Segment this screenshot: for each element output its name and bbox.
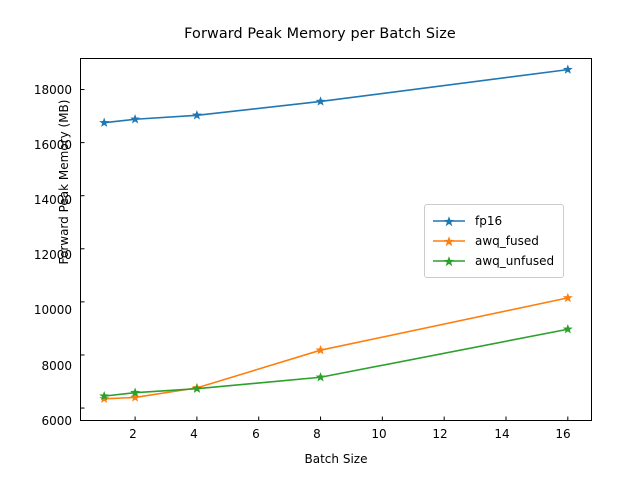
data-series-group [99,64,573,403]
y-tick-label: 10000 [33,303,72,317]
series-line [104,297,568,400]
data-point-marker [191,110,202,120]
data-point-marker [99,390,110,401]
axis-ticks [81,89,569,420]
y-axis-label: Forward Peak Memory (MB) [57,99,71,265]
y-axis-tick-labels: 18000 16000 14000 12000 10000 8000 6000 [8,0,72,480]
series-fp16 [99,64,573,127]
series-awq_fused [99,292,573,403]
y-tick-label: 6000 [41,414,72,428]
y-tick-label: 16000 [33,138,72,152]
data-point-marker [315,96,326,106]
x-tick-label: 16 [555,427,571,441]
legend-label: awq_unfused [475,254,555,268]
legend-line-marker-awq-fused [432,234,466,248]
legend[interactable]: fp16 awq_fused awq_unfused [424,204,565,278]
series-line [104,68,568,124]
x-axis-label: Batch Size [304,452,368,466]
legend-item[interactable]: awq_unfused [432,251,554,271]
legend-line-marker-awq-unfused [432,254,466,268]
x-tick-label: 10 [371,427,387,441]
data-point-marker [191,383,202,393]
x-tick-label: 6 [252,427,260,441]
data-point-marker [130,387,141,397]
chart-title: Forward Peak Memory per Batch Size [184,26,456,42]
series-canvas [81,64,573,420]
data-point-marker [315,345,326,355]
data-point-marker [562,64,573,74]
y-tick-label: 18000 [33,83,72,97]
data-point-marker [562,324,573,334]
legend-line-marker-fp16 [432,214,466,228]
series-awq_unfused [99,324,573,401]
x-axis-tick-labels: 2 4 6 8 10 12 14 16 [0,428,640,444]
y-tick-label: 14000 [33,193,72,207]
data-point-marker [130,114,141,124]
data-point-marker [562,292,573,303]
data-point-marker [130,392,141,402]
x-tick-label: 8 [313,427,321,441]
series-line [104,328,568,397]
legend-label: awq_fused [475,234,539,248]
data-point-marker [99,117,110,127]
x-tick-label: 12 [432,427,448,441]
y-tick-label: 8000 [41,359,72,373]
x-tick-label: 14 [494,427,510,441]
legend-item[interactable]: awq_fused [432,231,554,251]
data-point-marker [315,372,326,382]
legend-label: fp16 [475,214,503,228]
y-tick-label: 12000 [33,248,72,262]
legend-item[interactable]: fp16 [432,211,554,231]
x-tick-label: 4 [190,427,198,441]
plot-area [80,58,592,421]
x-tick-label: 2 [129,427,137,441]
